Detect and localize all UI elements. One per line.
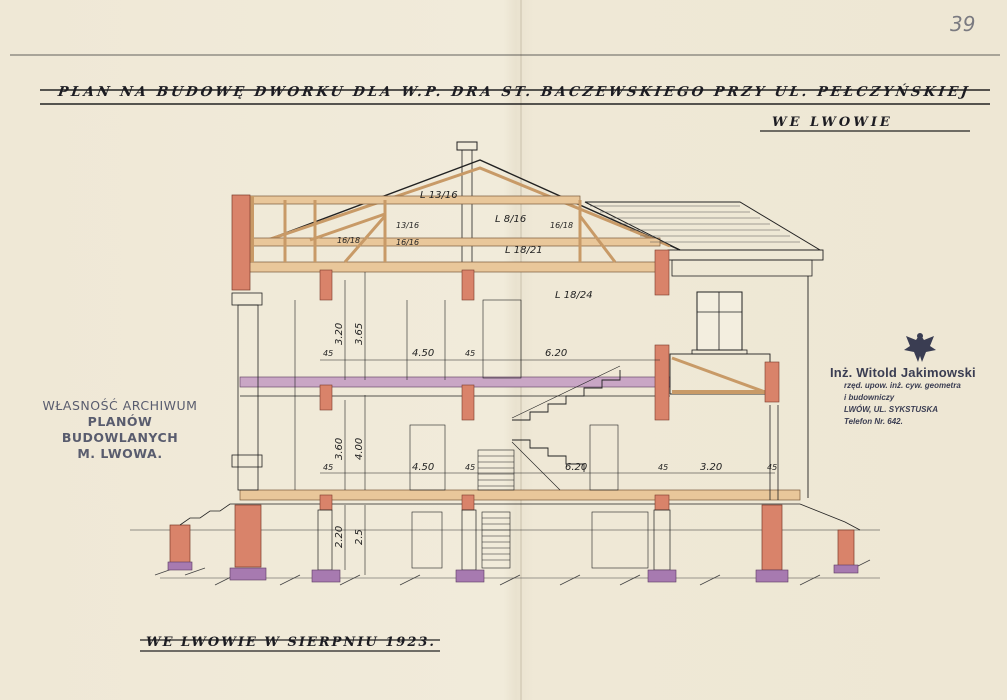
timber-label-left-b: 13/16 bbox=[396, 221, 419, 230]
engineer-stamp-line2: i budowniczy bbox=[844, 393, 895, 402]
timber-label-left-a: 16/18 bbox=[337, 236, 360, 245]
wall-thickness-label: 45 bbox=[658, 463, 668, 472]
height-ground-a: 3.60 bbox=[334, 438, 345, 460]
engineer-name: Inż. Witold Jakimowski bbox=[830, 365, 976, 380]
archive-stamp-line2: PLANÓW BUDOWLANYCH bbox=[61, 414, 179, 445]
span-ground-left: 4.50 bbox=[412, 462, 434, 473]
wall-thickness-label: 45 bbox=[465, 463, 475, 472]
page-number: 39 bbox=[950, 12, 976, 36]
beam-label-first: L 18/24 bbox=[555, 290, 593, 301]
height-base-a: 2.20 bbox=[334, 526, 345, 548]
drawing-subtitle: WE LWOWIE bbox=[772, 115, 893, 130]
timber-label-mid: L 18/21 bbox=[505, 245, 543, 256]
timber-label-right: 16/18 bbox=[550, 221, 573, 230]
drawing-date: WE LWOWIE W SIERPNIU 1923. bbox=[146, 635, 436, 650]
height-upper-a: 3.20 bbox=[334, 323, 345, 345]
span-ground-right: 3.20 bbox=[700, 462, 722, 473]
height-ground-b: 4.00 bbox=[354, 438, 365, 460]
engineer-stamp-line3: LWÓW, UL. SYKSTUSKA bbox=[844, 405, 939, 414]
archive-stamp: WŁASNOŚĆ ARCHIWUM PLANÓW BUDOWLANYCH M. … bbox=[30, 398, 210, 462]
timber-label-left-c: 16/16 bbox=[396, 238, 419, 247]
wall-thickness-label: 45 bbox=[767, 463, 777, 472]
span-ground-mid: 6.20 bbox=[565, 462, 587, 473]
height-base-b: 2.5 bbox=[354, 529, 365, 545]
archive-stamp-line3: M. LWOWA. bbox=[77, 446, 163, 461]
archive-stamp-line1: WŁASNOŚĆ ARCHIWUM bbox=[42, 398, 198, 413]
engineer-stamp: Inż. Witold Jakimowski rzęd. upow. inż. … bbox=[830, 365, 1007, 428]
eagle-emblem-icon bbox=[904, 333, 936, 362]
span-upper-right: 6.20 bbox=[545, 348, 567, 359]
timber-label-roof-top: L 13/16 bbox=[420, 190, 458, 201]
drawing-title: PLAN NA BUDOWĘ DWORKU DLA W.P. DRA ST. B… bbox=[56, 84, 972, 100]
span-upper-left: 4.50 bbox=[412, 348, 434, 359]
timber-label-ridge: L 8/16 bbox=[495, 214, 526, 225]
engineer-stamp-line4: Telefon Nr. 642. bbox=[844, 417, 903, 426]
wall-thickness-label: 45 bbox=[323, 463, 333, 472]
engineer-stamp-line1: rzęd. upow. inż. cyw. geometra bbox=[844, 381, 961, 390]
wall-thickness-label: 45 bbox=[465, 349, 475, 358]
wall-thickness-label: 45 bbox=[323, 349, 333, 358]
height-upper-b: 3.65 bbox=[354, 323, 365, 345]
